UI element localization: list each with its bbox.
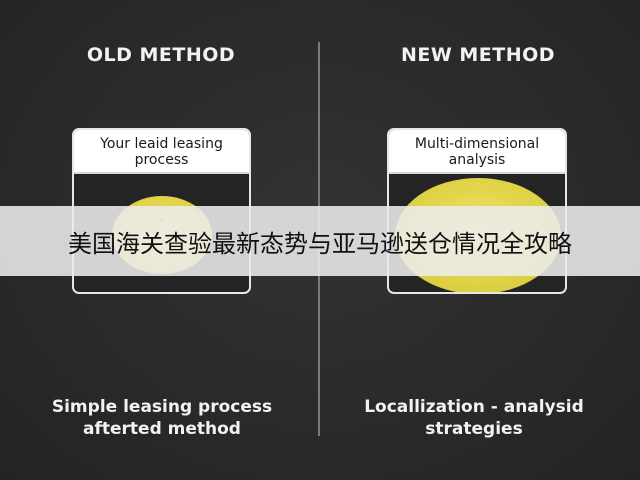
new-method-card-title: Multi-dimensional analysis (389, 130, 565, 174)
title-banner: 美国海关查验最新态势与亚马逊送仓情况全攻略 (0, 206, 640, 276)
old-method-card-title: Your leaid leasing process (74, 130, 249, 174)
new-method-caption: Locallization - analysid strategies (364, 397, 584, 439)
new-method-heading: NEW METHOD (400, 44, 556, 66)
old-method-heading: OLD METHOD (86, 44, 236, 66)
old-method-caption: Simple leasing process afterted method (51, 397, 273, 439)
banner-title: 美国海关查验最新态势与亚马逊送仓情况全攻略 (68, 229, 572, 258)
